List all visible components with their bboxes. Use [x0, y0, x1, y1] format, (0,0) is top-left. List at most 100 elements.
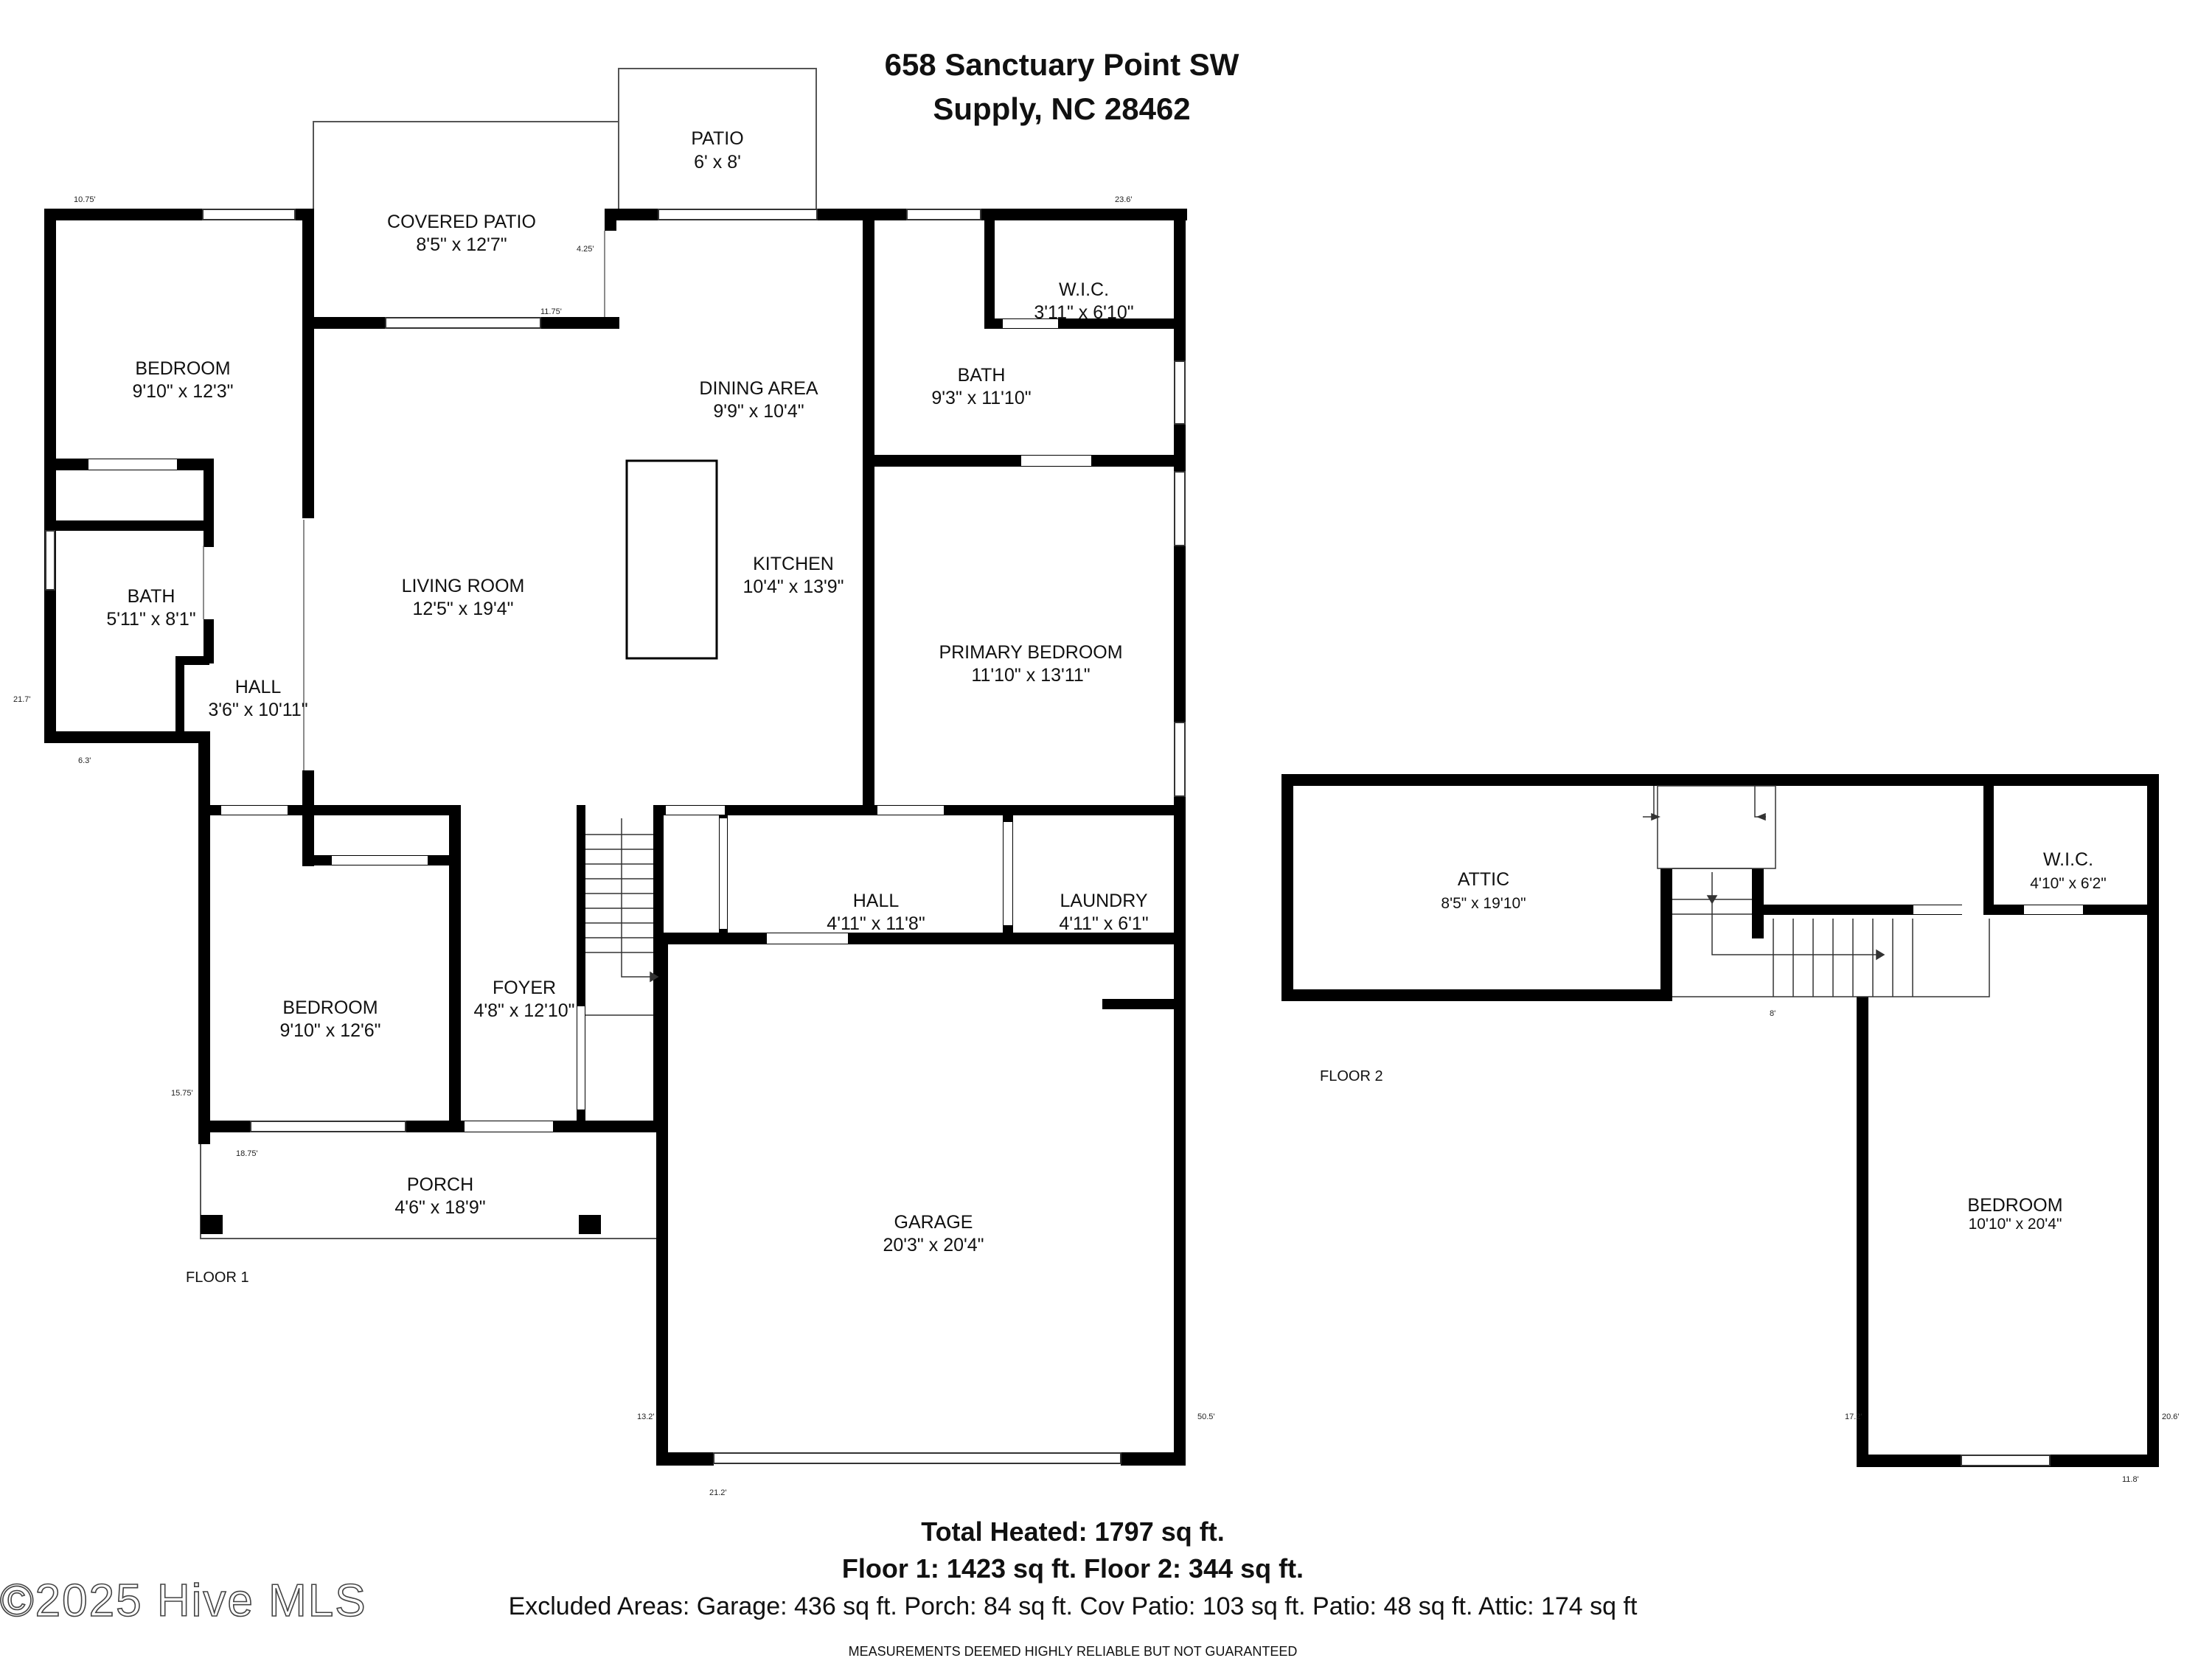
- wall: [204, 459, 214, 547]
- floor-breakdown: Floor 1: 1423 sq ft. Floor 2: 344 sq ft.: [842, 1553, 1304, 1584]
- floor1-dimension-tags: 10.75' 23.6' 4.25' 11.75' 21.7' 6.3' 15.…: [13, 195, 1215, 1497]
- door-opening: [666, 806, 725, 815]
- attic-size: 8'5" x 19'10": [1441, 895, 1526, 912]
- disclaimer: MEASUREMENTS DEEMED HIGHLY RELIABLE BUT …: [849, 1644, 1298, 1658]
- door-opening: [877, 806, 944, 815]
- wall: [302, 770, 314, 866]
- kitchen-label: KITCHEN: [753, 554, 834, 574]
- patio-label: PATIO: [691, 128, 743, 149]
- primary-bedroom-size: 11'10" x 13'11": [971, 665, 1090, 686]
- floor1-thin-lines: [203, 231, 718, 770]
- door-opening: [88, 459, 177, 470]
- dimension-tag: 4.25': [577, 245, 594, 254]
- address-line-2: Supply, NC 28462: [933, 91, 1190, 126]
- laundry-label: LAUNDRY: [1060, 891, 1147, 911]
- wall: [1660, 868, 1672, 1001]
- wall: [1857, 997, 1868, 1467]
- window: [1174, 471, 1186, 546]
- bedroom-sw-size: 9'10" x 12'6": [279, 1020, 380, 1041]
- door-opening: [465, 1121, 553, 1132]
- dimension-tag: 17.2': [1845, 1413, 1863, 1421]
- dimension-tag: 8': [1770, 1009, 1775, 1018]
- window: [906, 209, 981, 220]
- porch-post: [201, 1215, 223, 1234]
- dimension-tag: 15.75': [171, 1089, 193, 1098]
- wall: [1281, 774, 1293, 1001]
- wall: [175, 656, 184, 737]
- watermark: ©2025 Hive MLS: [0, 1575, 367, 1626]
- door-opening: [767, 933, 848, 944]
- floor2-stairs: [1643, 785, 1990, 997]
- bedroom-nw-size: 9'10" x 12'3": [132, 381, 233, 402]
- wall: [1752, 905, 1962, 915]
- hall-center-size: 4'11" x 11'8": [827, 913, 925, 934]
- dimension-tag: 18.75': [236, 1149, 258, 1158]
- wic-f2-size: 4'10" x 6'2": [2030, 875, 2107, 892]
- attic-label: ATTIC: [1458, 869, 1509, 890]
- window: [250, 1121, 406, 1132]
- laundry-size: 4'11" x 6'1": [1059, 913, 1148, 934]
- living-room-size: 12'5" x 19'4": [412, 599, 513, 619]
- dining-area-label: DINING AREA: [699, 378, 818, 399]
- wall: [44, 731, 210, 743]
- wall: [1752, 868, 1764, 938]
- dimension-tag: 10.75': [74, 195, 96, 204]
- window: [658, 209, 818, 220]
- bedroom-f2-label: BEDROOM: [1967, 1195, 2062, 1216]
- living-room-label: LIVING ROOM: [402, 576, 525, 596]
- door-opening: [221, 520, 295, 531]
- floor1-stairs: [585, 818, 659, 1016]
- wic-size: 3'11" x 6'10": [1034, 302, 1133, 323]
- wall: [1281, 774, 2159, 786]
- wall: [2147, 774, 2159, 1467]
- covered-patio-size: 8'5" x 12'7": [416, 234, 507, 255]
- window: [202, 209, 296, 220]
- bath-primary-label: BATH: [958, 365, 1006, 386]
- wall: [204, 619, 214, 663]
- floor1-thin-outlines: [200, 68, 817, 1239]
- dimension-tag: 23.6': [1115, 195, 1133, 204]
- floor1-walls: [44, 209, 1187, 1466]
- wic-f2-label: W.I.C.: [2043, 849, 2093, 870]
- wall: [44, 209, 56, 743]
- bath-small-size: 5'11" x 8'1": [106, 609, 195, 630]
- window: [385, 317, 541, 329]
- wall: [605, 209, 616, 231]
- excluded-areas: Excluded Areas: Garage: 436 sq ft. Porch…: [509, 1592, 1638, 1620]
- address-line-1: 658 Sanctuary Point SW: [885, 47, 1239, 82]
- wall: [863, 209, 874, 813]
- wall: [936, 805, 1184, 815]
- foyer-size: 4'8" x 12'10": [473, 1000, 574, 1021]
- door-opening: [720, 818, 727, 929]
- door-opening: [577, 1006, 585, 1110]
- wall: [1121, 1452, 1186, 1466]
- wic-label: W.I.C.: [1059, 279, 1109, 300]
- total-heated: Total Heated: 1797 sq ft.: [921, 1516, 1224, 1547]
- opening: [303, 520, 313, 770]
- dimension-tag: 21.7': [13, 695, 31, 704]
- door-opening: [1003, 319, 1058, 328]
- wall: [1102, 999, 1176, 1009]
- dimension-tag: 20.6': [2162, 1413, 2180, 1421]
- garage-label: GARAGE: [894, 1212, 973, 1233]
- door-opening: [332, 856, 428, 865]
- porch-size: 4'6" x 18'9": [394, 1197, 485, 1218]
- covered-patio-label: COVERED PATIO: [387, 212, 536, 232]
- floor2-labels: ATTIC 8'5" x 19'10" W.I.C. 4'10" x 6'2" …: [1320, 849, 2180, 1484]
- wall: [1281, 989, 1672, 1001]
- door-opening: [1021, 456, 1091, 466]
- hall-center-label: HALL: [853, 891, 900, 911]
- floor2-windows: [1961, 1455, 2051, 1466]
- foyer-label: FOYER: [493, 978, 556, 998]
- door-opening: [2024, 905, 2083, 914]
- door-opening: [1004, 822, 1012, 925]
- primary-bedroom-label: PRIMARY BEDROOM: [939, 642, 1122, 663]
- window: [1174, 360, 1186, 425]
- dimension-tag: 13.2': [637, 1413, 655, 1421]
- wall: [653, 933, 1184, 944]
- window: [45, 530, 55, 591]
- hall-west-size: 3'6" x 10'11": [208, 700, 307, 720]
- bedroom-sw-label: BEDROOM: [282, 997, 378, 1018]
- footer: Total Heated: 1797 sq ft. Floor 1: 1423 …: [0, 1516, 1638, 1658]
